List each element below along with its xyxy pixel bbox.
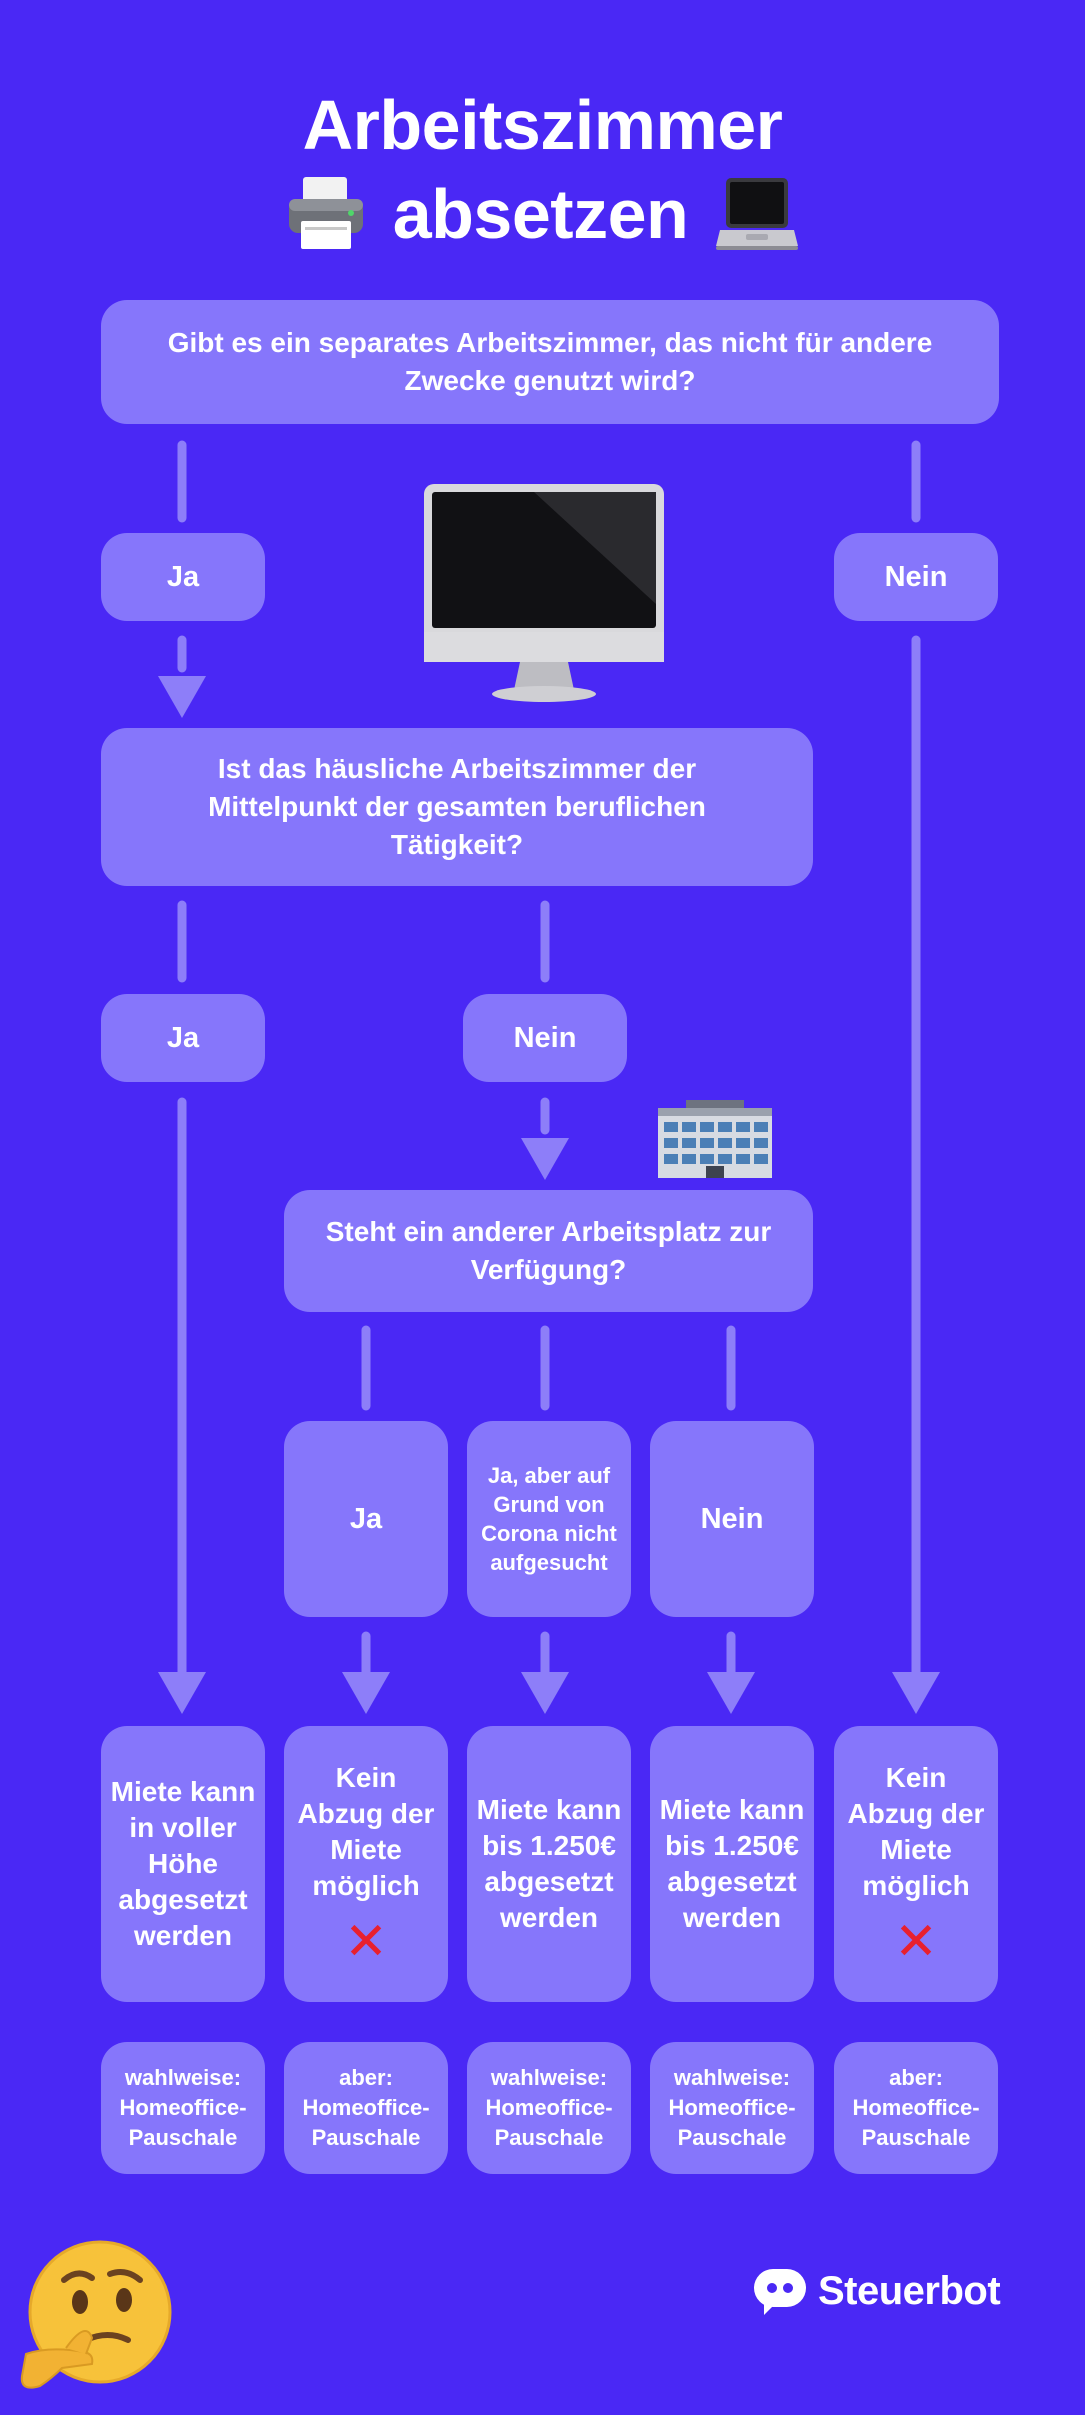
result-no-deduction: Kein Abzug der Miete möglich ✕: [284, 1726, 448, 2002]
result-partial-deduction-corona: Miete kann bis 1.250€ abgesetzt werden: [467, 1726, 631, 2002]
option-homeoffice-pauschale: aber: Homeoffice-Pauschale: [834, 2042, 998, 2174]
answer-q1-no: Nein: [834, 533, 998, 621]
answer-q3-yes-corona: Ja, aber auf Grund von Corona nicht aufg…: [467, 1421, 631, 1617]
answer-q1-yes: Ja: [101, 533, 265, 621]
question-separate-room: Gibt es ein separates Arbeitszimmer, das…: [101, 300, 999, 424]
page-title-line1: Arbeitszimmer: [302, 86, 783, 164]
result-full-deduction: Miete kann in voller Höhe abgesetzt werd…: [101, 1726, 265, 2002]
imac-icon: [424, 484, 664, 702]
office-building-icon: [658, 1100, 772, 1178]
result-no-deduction-no-room: Kein Abzug der Miete möglich ✕: [834, 1726, 998, 2002]
question-other-workplace: Steht ein anderer Arbeitsplatz zur Verfü…: [284, 1190, 813, 1312]
result-text: Kein Abzug der Miete möglich: [847, 1762, 985, 1901]
red-cross-icon: ✕: [344, 1913, 388, 1971]
red-cross-icon: ✕: [894, 1913, 938, 1971]
answer-q3-no: Nein: [650, 1421, 814, 1617]
answer-q3-yes: Ja: [284, 1421, 448, 1617]
steuerbot-logo-icon: [754, 2269, 806, 2315]
laptop-icon: [716, 178, 799, 250]
option-homeoffice-pauschale: wahlweise: Homeoffice-Pauschale: [101, 2042, 265, 2174]
printer-icon: [288, 177, 363, 249]
option-homeoffice-pauschale: wahlweise: Homeoffice-Pauschale: [467, 2042, 631, 2174]
steuerbot-logo: Steuerbot: [752, 2265, 1001, 2317]
thinking-face-icon: [20, 2240, 172, 2389]
result-text: Kein Abzug der Miete möglich: [297, 1762, 435, 1901]
title-absetzen: absetzen: [392, 175, 689, 253]
result-partial-deduction: Miete kann bis 1.250€ abgesetzt werden: [650, 1726, 814, 2002]
result-text: Miete kann bis 1.250€ abgesetzt werden: [476, 1794, 622, 1933]
result-text: Miete kann bis 1.250€ abgesetzt werden: [659, 1794, 805, 1933]
answer-q2-yes: Ja: [101, 994, 265, 1082]
option-homeoffice-pauschale: wahlweise: Homeoffice-Pauschale: [650, 2042, 814, 2174]
page-title-line2: absetzen: [0, 176, 1085, 252]
brand-name: Steuerbot: [818, 2268, 1001, 2313]
option-homeoffice-pauschale: aber: Homeoffice-Pauschale: [284, 2042, 448, 2174]
answer-q2-no: Nein: [463, 994, 627, 1082]
result-text: Miete kann in voller Höhe abgesetzt werd…: [110, 1776, 256, 1951]
question-center-of-activity: Ist das häusliche Arbeitszimmer der Mitt…: [101, 728, 813, 886]
